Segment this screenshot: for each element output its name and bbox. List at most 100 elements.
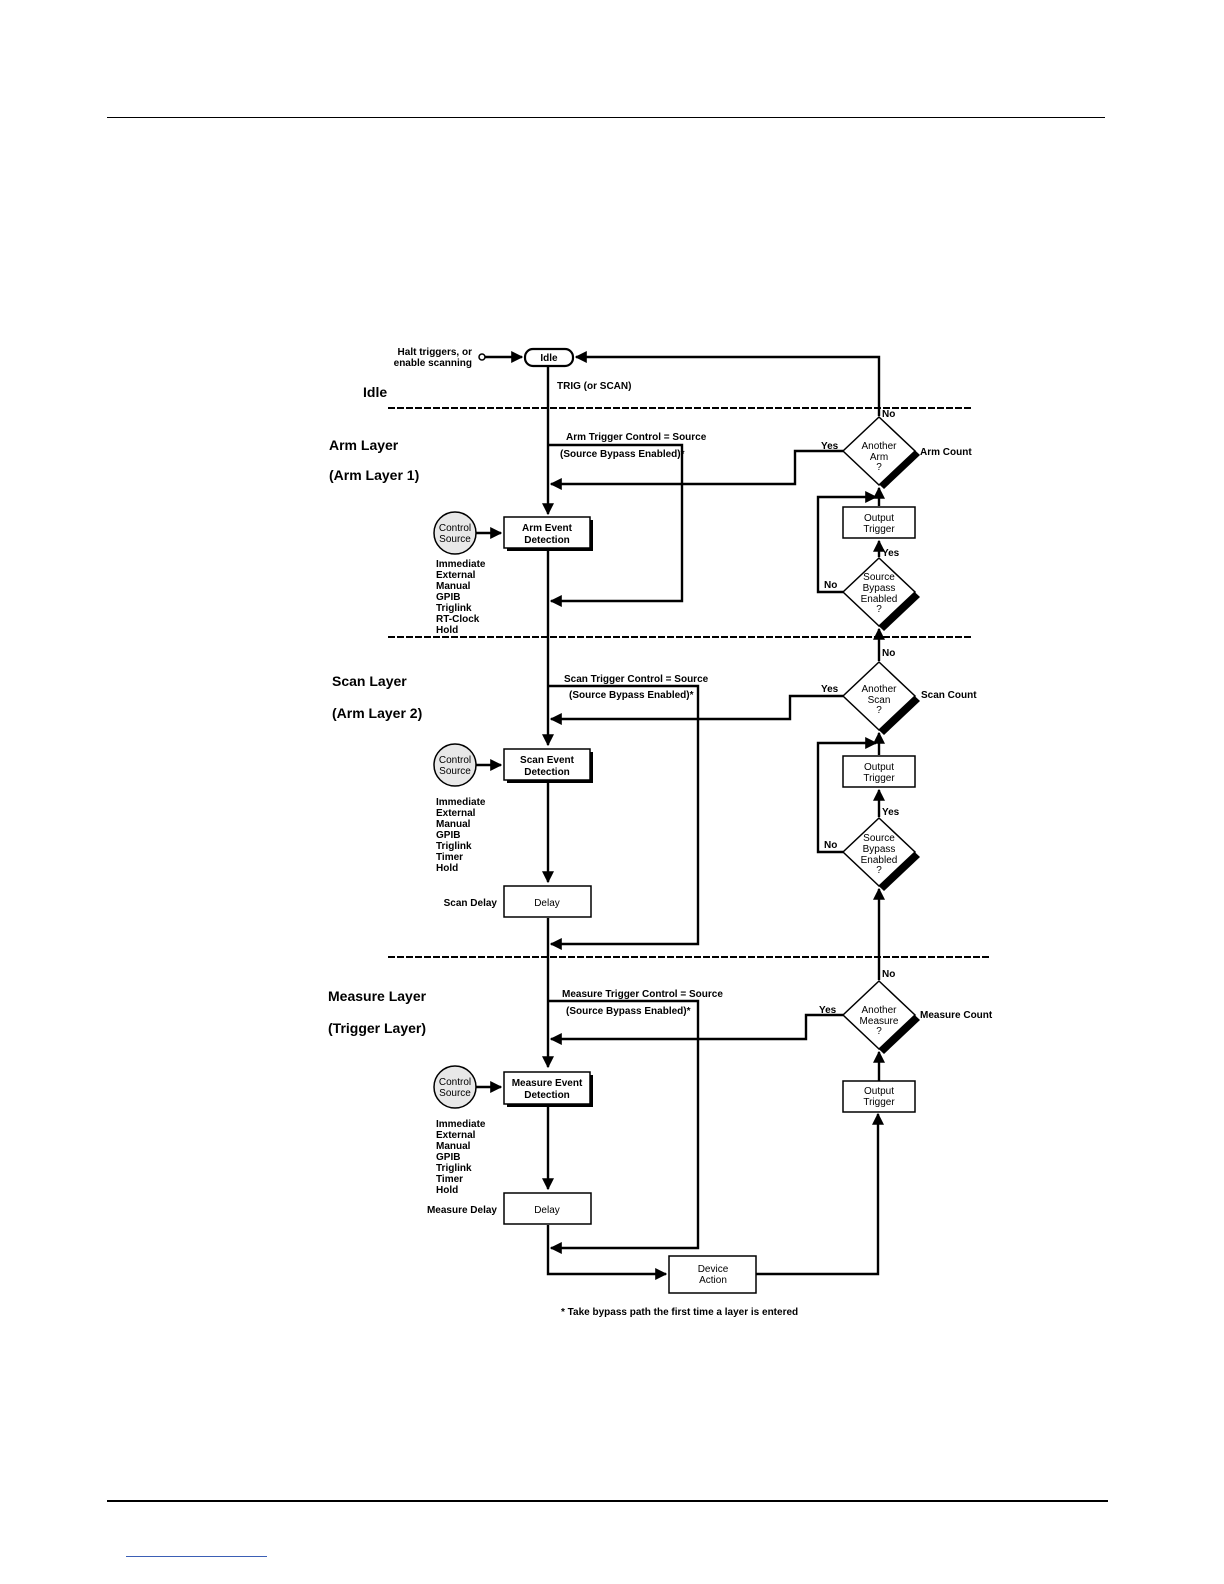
header-rule — [107, 117, 1105, 118]
scan-control-line2: (Source Bypass Enabled)* — [569, 690, 694, 701]
arm-return-to-idle — [574, 351, 881, 416]
measure-detect-line1: Measure Event — [512, 1078, 583, 1089]
arm-bypass-path — [548, 443, 684, 607]
measure-detect-line2: Detection — [524, 1090, 570, 1101]
arm-control-line1: Arm Trigger Control = Source — [566, 432, 707, 443]
device-action-line2: Action — [699, 1275, 727, 1286]
scan-detect-line2: Detection — [524, 767, 570, 778]
measure-layer-subtitle: (Trigger Layer) — [328, 1020, 426, 1036]
measure-output-trigger[interactable] — [842, 1080, 916, 1113]
scan-no-label: No — [882, 648, 895, 659]
footer-rule — [107, 1500, 1108, 1502]
scan-source-line1: Control — [439, 755, 471, 766]
svg-text:Triglink: Triglink — [436, 1163, 472, 1174]
arm-no-label: No — [882, 409, 895, 420]
measure-delay-text: Delay — [534, 1205, 560, 1216]
measure-bypass-path — [548, 999, 700, 1254]
arm-bypass-line3: Enabled — [861, 594, 898, 605]
measure-event-detection[interactable] — [503, 1071, 591, 1105]
arm-detect-line2: Detection — [524, 535, 570, 546]
svg-text:Manual: Manual — [436, 581, 471, 592]
scan-yes-loop — [549, 694, 843, 725]
arm-source-line2: Source — [439, 534, 471, 545]
svg-text:GPIB: GPIB — [436, 830, 460, 841]
arm-bypass-no: No — [824, 580, 837, 591]
arm-bypass-line2: Bypass — [863, 583, 896, 594]
scan-bypass-no: No — [824, 840, 837, 851]
another-scan-decision[interactable] — [841, 660, 917, 732]
svg-text:Hold: Hold — [436, 625, 458, 636]
scan-control-line1: Scan Trigger Control = Source — [564, 674, 709, 685]
arm-source-line1: Control — [439, 523, 471, 534]
measure-delay-box[interactable] — [503, 1192, 592, 1225]
scan-bypass-line2: Bypass — [863, 844, 896, 855]
arm-yes-label: Yes — [821, 441, 839, 452]
idle-transition-label: TRIG (or SCAN) — [557, 381, 631, 392]
measure-control-line2: (Source Bypass Enabled)* — [566, 1006, 691, 1017]
arm-detect-line1: Arm Event — [522, 523, 573, 534]
measure-another-line3: ? — [876, 1026, 882, 1037]
scan-source-bypass-decision[interactable] — [841, 816, 917, 888]
scan-detect-line1: Scan Event — [520, 755, 575, 766]
measure-out-line2: Trigger — [863, 1097, 895, 1108]
scan-out-line1: Output — [864, 762, 894, 773]
arm-event-detection[interactable] — [503, 516, 591, 549]
measure-control-line1: Measure Trigger Control = Source — [562, 989, 723, 1000]
footer-link-underline[interactable] — [126, 1556, 267, 1557]
scan-source-list: Immediate External Manual GPIB Triglink … — [436, 797, 486, 874]
scan-delay-box[interactable] — [503, 885, 592, 918]
measure-source-line2: Source — [439, 1088, 471, 1099]
svg-text:Triglink: Triglink — [436, 603, 472, 614]
svg-text:Hold: Hold — [436, 1185, 458, 1196]
arm-yes-loop — [549, 449, 843, 490]
scan-layer-subtitle: (Arm Layer 2) — [332, 705, 422, 721]
scan-output-trigger[interactable] — [842, 755, 916, 788]
svg-text:Manual: Manual — [436, 819, 471, 830]
svg-text:Immediate: Immediate — [436, 797, 486, 808]
arm-out-line1: Output — [864, 513, 894, 524]
idle-node-label: Idle — [540, 353, 558, 364]
measure-another-line1: Another — [861, 1005, 897, 1016]
scan-another-line3: ? — [876, 705, 882, 716]
measure-delay-label: Measure Delay — [427, 1205, 497, 1216]
svg-text:Immediate: Immediate — [436, 1119, 486, 1130]
arm-source-list: Immediate External Manual GPIB Triglink … — [436, 559, 486, 636]
scan-bypass-line3: Enabled — [861, 855, 898, 866]
svg-text:Immediate: Immediate — [436, 559, 486, 570]
arm-source-bypass-decision[interactable] — [841, 556, 917, 628]
scan-delay-text: Delay — [534, 898, 560, 909]
measure-another-line2: Measure — [860, 1016, 899, 1027]
svg-text:Triglink: Triglink — [436, 841, 472, 852]
arm-output-trigger[interactable] — [842, 506, 916, 539]
arm-bypass-line4: ? — [876, 604, 882, 615]
scan-bypass-yes: Yes — [882, 807, 900, 818]
scan-yes-label: Yes — [821, 684, 839, 695]
scan-layer-title: Scan Layer — [332, 673, 407, 689]
measure-yes-loop — [549, 1013, 843, 1045]
arm-count-label: Arm Count — [920, 447, 972, 458]
svg-text:Timer: Timer — [436, 1174, 463, 1185]
measure-count-label: Measure Count — [920, 1010, 993, 1021]
svg-text:External: External — [436, 570, 476, 581]
arm-bypass-line1: Source — [863, 572, 895, 583]
arm-layer-title: Arm Layer — [329, 437, 399, 453]
device-action-to-output — [756, 1112, 884, 1276]
scan-out-line2: Trigger — [863, 773, 895, 784]
svg-text:GPIB: GPIB — [436, 1152, 460, 1163]
arm-out-line2: Trigger — [863, 524, 895, 535]
another-measure-decision[interactable] — [841, 979, 917, 1051]
idle-layer-label: Idle — [363, 384, 387, 400]
scan-event-detection[interactable] — [503, 748, 591, 781]
scan-bypass-line1: Source — [863, 833, 895, 844]
arm-layer-subtitle: (Arm Layer 1) — [329, 467, 419, 483]
another-arm-decision[interactable] — [841, 415, 917, 487]
device-action-line1: Device — [698, 1264, 729, 1275]
scan-bypass-no-loop — [816, 737, 878, 854]
scan-another-line1: Another — [861, 684, 897, 695]
scan-count-label: Scan Count — [921, 690, 977, 701]
device-action-box[interactable] — [668, 1255, 757, 1294]
measure-yes-label: Yes — [819, 1005, 837, 1016]
measure-layer-title: Measure Layer — [328, 988, 427, 1004]
measure-no-label: No — [882, 969, 895, 980]
